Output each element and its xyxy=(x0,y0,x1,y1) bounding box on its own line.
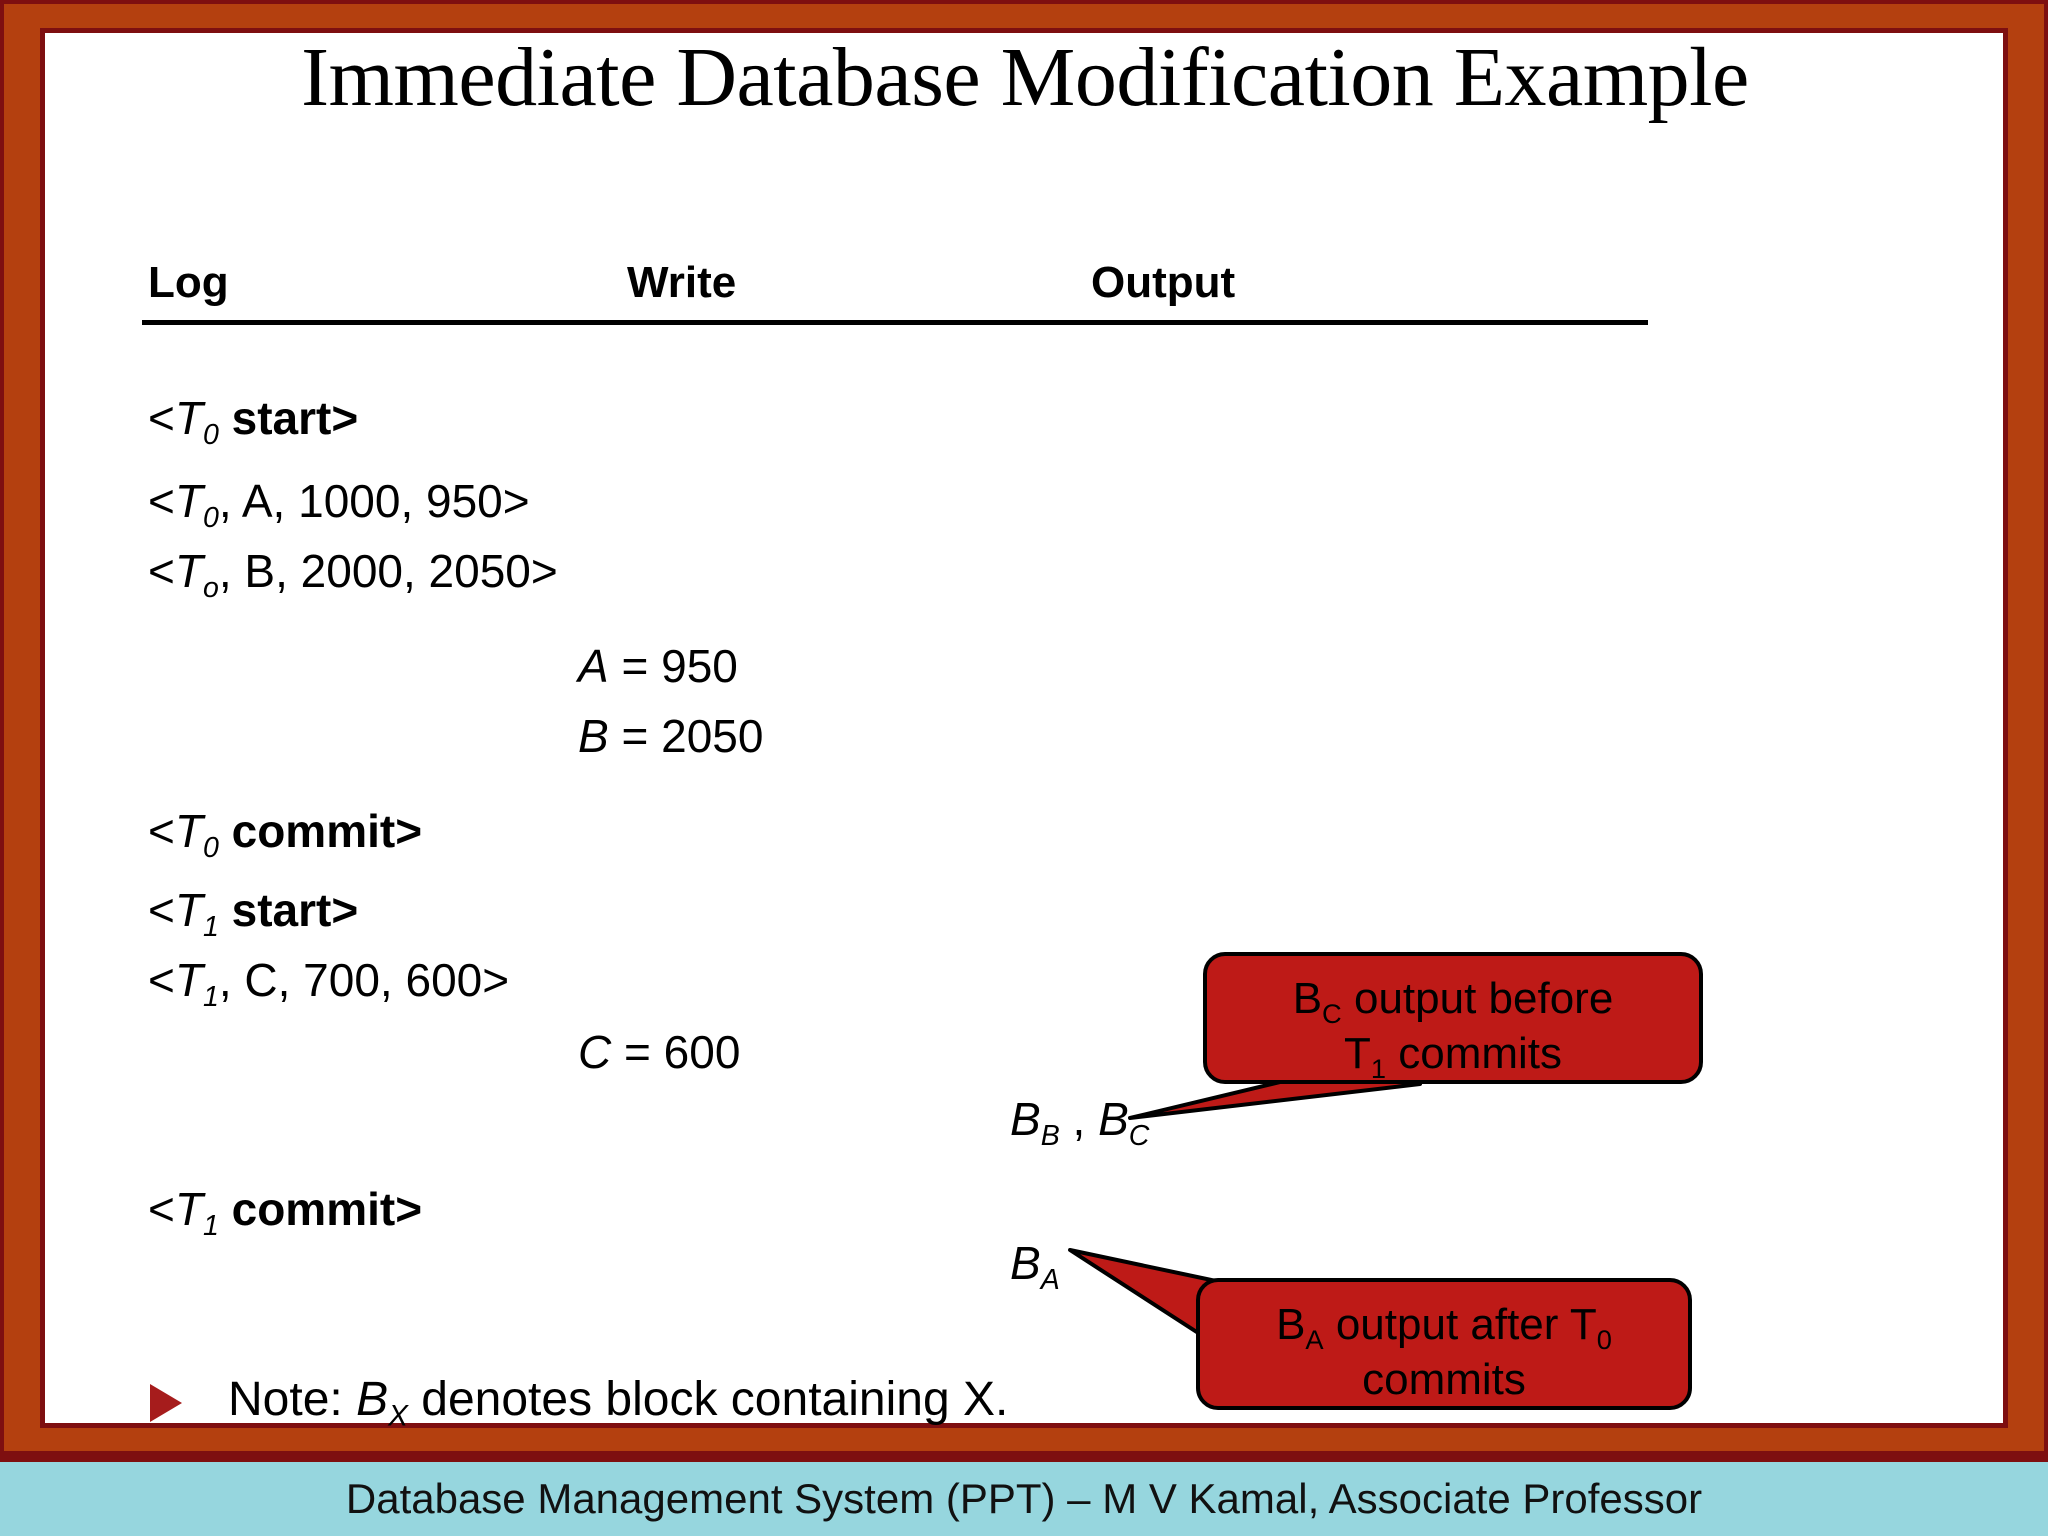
write-entry-a: A = 950 xyxy=(578,643,738,689)
note-block-var: B xyxy=(356,1373,389,1426)
note-rest: denotes block containing X. xyxy=(407,1373,1009,1426)
log-entry-t0-commit: <T0 commit> xyxy=(148,808,422,863)
log-bracket: < xyxy=(148,392,175,444)
output-block-sub: C xyxy=(1128,1120,1150,1153)
log-entry-t0-start: <T0 start> xyxy=(148,395,358,450)
log-rest: , B, 2000, 2050> xyxy=(218,545,558,597)
slide-footer: Database Management System (PPT) – M V K… xyxy=(0,1455,2048,1536)
write-entry-b: B = 2050 xyxy=(578,713,763,759)
log-txn: T xyxy=(174,884,203,936)
log-bracket: < xyxy=(148,805,175,857)
log-txn-sub: 1 xyxy=(202,1210,219,1243)
note-row: Note: BX denotes block containing X. xyxy=(150,1372,1008,1434)
note-prefix: Note: xyxy=(228,1373,357,1426)
note-block-sub: X xyxy=(388,1399,408,1433)
log-txn: T xyxy=(174,805,203,857)
column-header-log: Log xyxy=(148,258,229,307)
callout-line-1: BC output before xyxy=(1207,974,1699,1029)
callout-line-2: commits xyxy=(1362,1355,1526,1405)
log-bracket: < xyxy=(148,1183,175,1235)
column-header-output: Output xyxy=(1091,258,1236,307)
write-entry-c: C = 600 xyxy=(578,1029,740,1075)
log-entry-t0-b: <To, B, 2000, 2050> xyxy=(148,548,558,603)
callout-txn-var: T xyxy=(1343,1029,1371,1079)
log-rest: , A, 1000, 950> xyxy=(218,475,530,527)
output-block-sub: B xyxy=(1040,1120,1060,1153)
log-rest: commit> xyxy=(218,1183,423,1235)
page-title: Immediate Database Modification Example xyxy=(301,31,1749,124)
log-rest: commit> xyxy=(218,805,423,857)
callout-txn-sub: 1 xyxy=(1370,1053,1387,1085)
log-txn-sub: 1 xyxy=(202,981,219,1014)
log-entry-t1-c: <T1, C, 700, 600> xyxy=(148,957,509,1012)
log-txn-sub: 0 xyxy=(202,419,219,452)
write-var: C xyxy=(578,1026,612,1078)
log-txn: T xyxy=(174,1183,203,1235)
callout-text: output before xyxy=(1341,974,1614,1023)
log-txn-sub: 0 xyxy=(202,832,219,865)
callout-text: commits xyxy=(1386,1029,1563,1079)
write-value: = 950 xyxy=(608,640,738,692)
log-bracket: < xyxy=(148,884,175,936)
output-entry-bb-bc: BB , BC xyxy=(1010,1096,1149,1151)
log-txn: T xyxy=(174,475,203,527)
header-divider xyxy=(142,320,1648,325)
output-block-var: B xyxy=(1010,1093,1041,1145)
slide-frame-line xyxy=(0,0,2048,1455)
callout-block-sub: A xyxy=(1305,1323,1324,1355)
callout-text: output after T xyxy=(1323,1300,1597,1349)
callout-block-var: B xyxy=(1292,974,1323,1023)
log-txn: T xyxy=(174,392,203,444)
callout-block-var: B xyxy=(1276,1300,1306,1349)
log-entry-t0-a: <T0, A, 1000, 950> xyxy=(148,478,530,533)
log-txn: T xyxy=(174,954,203,1006)
write-value: = 600 xyxy=(611,1026,741,1078)
note-text: Note: BX denotes block containing X. xyxy=(228,1372,1008,1434)
callout-block-sub: C xyxy=(1322,997,1342,1029)
output-block-var: B xyxy=(1010,1237,1041,1289)
log-bracket: < xyxy=(148,954,175,1006)
callout-line-2: T1 commits xyxy=(1207,1029,1699,1084)
output-entry-ba: BA xyxy=(1010,1240,1060,1295)
log-bracket: < xyxy=(148,475,175,527)
slide-content-area xyxy=(40,28,2008,1428)
log-txn: T xyxy=(174,545,203,597)
callout-bc-output-before-t1-commits: BC output before T1 commits xyxy=(1203,952,1703,1084)
footer-text: Database Management System (PPT) – M V K… xyxy=(345,1475,1703,1522)
output-block-sub: A xyxy=(1040,1264,1060,1297)
triangle-bullet-icon xyxy=(150,1383,182,1422)
log-rest: start> xyxy=(218,884,359,936)
callout-line-1: BA output after T0 xyxy=(1200,1300,1688,1355)
write-value: = 2050 xyxy=(608,710,764,762)
log-entry-t1-commit: <T1 commit> xyxy=(148,1186,422,1241)
write-var: B xyxy=(578,710,609,762)
log-rest: , C, 700, 600> xyxy=(218,954,510,1006)
log-bracket: < xyxy=(148,545,175,597)
log-entry-t1-start: <T1 start> xyxy=(148,887,358,942)
output-block-var: B xyxy=(1098,1093,1129,1145)
write-var: A xyxy=(578,640,609,692)
callout-ba-output-after-t0-commits: BA output after T0 commits xyxy=(1196,1278,1692,1410)
log-txn-sub: 0 xyxy=(202,502,219,535)
column-header-write: Write xyxy=(627,258,737,307)
log-txn-sub: 1 xyxy=(202,911,219,944)
log-txn-sub: o xyxy=(202,572,219,605)
log-rest: start> xyxy=(218,392,359,444)
output-separator: , xyxy=(1059,1093,1099,1145)
callout-txn-sub: 0 xyxy=(1596,1323,1612,1355)
